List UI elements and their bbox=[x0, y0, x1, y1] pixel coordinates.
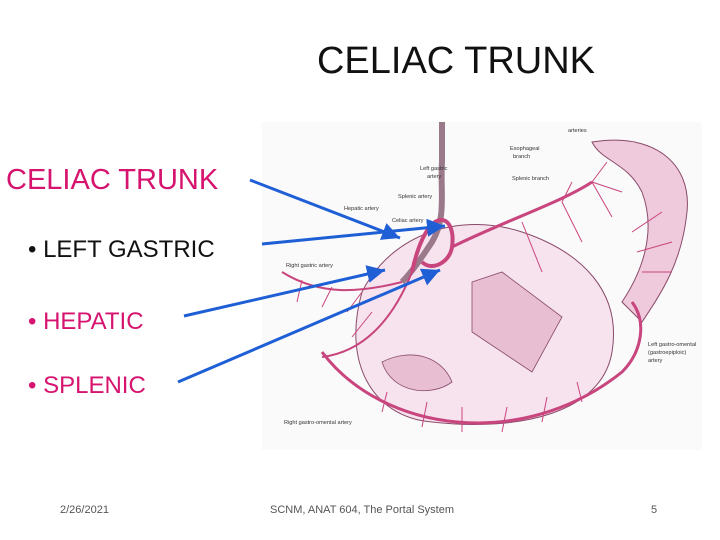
label-esophageal: Esophageal bbox=[510, 146, 540, 152]
arrow-splenic bbox=[177, 268, 441, 384]
label-right-gastric: Right gastric artery bbox=[286, 263, 333, 269]
arrow-celiac bbox=[249, 178, 401, 240]
slide-title: CELIAC TRUNK bbox=[316, 40, 596, 82]
label-gastroepiploic: (gastroepiploic) bbox=[648, 350, 686, 356]
label-right-gastro-omental: Right gastro-omental artery bbox=[284, 420, 352, 426]
arrow-left-gastric bbox=[261, 218, 446, 246]
label-artery-2: artery bbox=[648, 358, 663, 364]
label-celiac-artery: Celiac artery bbox=[392, 218, 424, 224]
bullet-left-gastric: • LEFT GASTRIC bbox=[28, 236, 215, 263]
label-artery: artery bbox=[427, 174, 442, 180]
anatomy-figure: arteries Esophageal branch Left gastric … bbox=[262, 122, 702, 450]
label-splenic-branch: Splenic branch bbox=[512, 176, 549, 182]
label-splenic-artery: Splenic artery bbox=[398, 194, 432, 200]
label-arteries: arteries bbox=[568, 128, 587, 134]
label-left-gastric: Left gastric bbox=[420, 166, 448, 172]
bullet-hepatic: • HEPATIC bbox=[28, 308, 144, 335]
label-left-gastro-omental: Left gastro-omental bbox=[648, 342, 696, 348]
bullet-splenic-text: SPLENIC bbox=[43, 372, 146, 399]
label-hepatic-artery: Hepatic artery bbox=[344, 206, 379, 212]
footer-course: SCNM, ANAT 604, The Portal System bbox=[270, 504, 455, 516]
celiac-trunk-label: CELIAC TRUNK bbox=[6, 164, 219, 196]
bullet-left-gastric-text: LEFT GASTRIC bbox=[43, 236, 215, 263]
arrow-hepatic bbox=[183, 265, 386, 318]
bullet-splenic: • SPLENIC bbox=[28, 372, 146, 399]
label-branch: branch bbox=[513, 154, 530, 160]
bullet-hepatic-text: HEPATIC bbox=[43, 308, 144, 335]
footer-date: 2/26/2021 bbox=[60, 504, 109, 516]
footer-page-number: 5 bbox=[651, 504, 658, 516]
